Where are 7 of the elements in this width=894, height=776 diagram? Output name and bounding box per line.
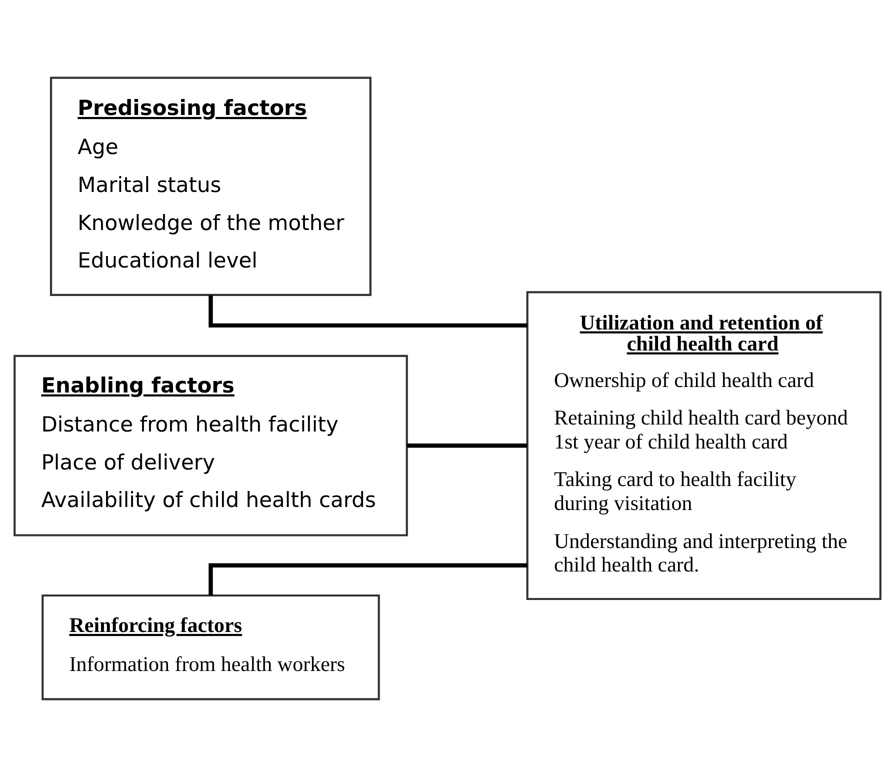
node-box: Reinforcing factors Information from health workers (41, 594, 380, 700)
node-box: Predisosing factors Age Marital status Knowledge of the mother Educational level (49, 76, 371, 296)
connector (406, 442, 526, 448)
node-box: Utilization and retention of child health card Ownership of child health card Retaining child health card beyond 1st year of child health card Taking card to health facility during visitation Understanding and interpreting the child health card. (526, 290, 881, 600)
connector (208, 562, 527, 595)
connector (208, 294, 527, 328)
node-box: Enabling factors Distance from health facility Place of delivery Availability of child health cards (13, 354, 408, 536)
